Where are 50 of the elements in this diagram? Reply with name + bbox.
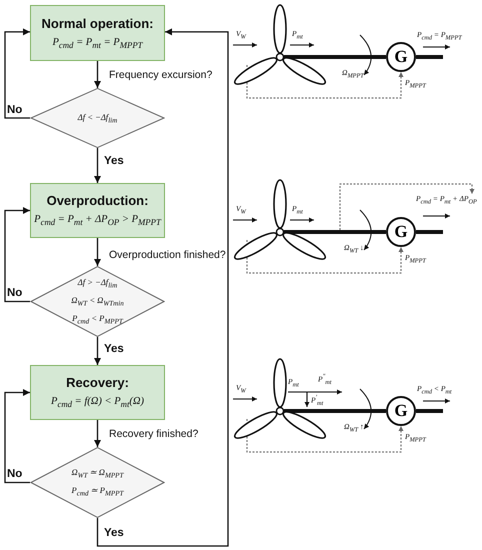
generator-circle: G	[386, 396, 416, 426]
formula-text: P$_{cmd}$ = P$_{mt}$ + ΔP$_{OP}$ > P$_{MPPT}$	[34, 214, 161, 228]
process-box	[30, 365, 165, 420]
process-box	[30, 183, 165, 238]
shaft-line	[284, 409, 386, 413]
edge-label: Yes	[103, 527, 125, 539]
edge-label: Overproduction finished?	[108, 249, 227, 261]
arrow	[94, 61, 101, 88]
rotor-drawing	[232, 3, 328, 87]
edge-label: No	[6, 104, 24, 116]
arrow	[4, 389, 30, 484]
arrow	[94, 420, 101, 447]
edge-label: Frequency excursion?	[108, 69, 214, 81]
box-title: Normal operation:	[42, 16, 154, 31]
feedback-arrow	[246, 418, 404, 452]
rotor-drawing	[232, 178, 328, 262]
shaft-line	[416, 230, 443, 234]
shaft-line	[416, 55, 443, 59]
edge-label: Yes	[103, 343, 125, 355]
formula-text: P$_{cmd}$ < P$_{MPPT}$	[72, 312, 123, 326]
formula-text: P$_{cmd}$ = P$_{mt}$ = P$_{MPPT}$	[52, 36, 143, 50]
box-title: Overproduction:	[46, 193, 148, 208]
decision-diamond	[30, 88, 165, 148]
shaft-line	[416, 409, 443, 413]
arrow	[96, 28, 229, 547]
arrow	[4, 207, 30, 302]
edge-label: No	[6, 468, 24, 480]
formula-text: Δf < −Δf$_{lim}$	[78, 112, 118, 124]
generator-circle: G	[386, 217, 416, 247]
arrow	[4, 28, 30, 119]
shaft-line	[284, 55, 386, 59]
decision-diamond	[30, 447, 165, 518]
feedback-arrow	[246, 64, 404, 98]
generator-circle: G	[386, 42, 416, 72]
edge-label: No	[6, 287, 24, 299]
edge-label: Recovery finished?	[108, 428, 200, 440]
shaft-line	[284, 230, 386, 234]
arrow	[94, 238, 101, 266]
arrow	[94, 148, 101, 183]
formula-text: Δf > −Δf$_{lim}$	[78, 277, 118, 290]
formula-text: Ω$_{WT}$ ≃ Ω$_{MPPT}$	[72, 467, 124, 480]
arrow	[94, 337, 101, 365]
formula-text: P$_{cmd}$ ≃ P$_{MPPT}$	[72, 485, 124, 498]
process-box	[30, 5, 165, 61]
formula-text: P$_{cmd}$ = f(Ω) < P$_{mt}$(Ω)	[51, 396, 144, 410]
edge-label: Yes	[103, 155, 125, 167]
feedback-arrow	[340, 184, 474, 230]
decision-diamond	[30, 266, 165, 337]
feedback-arrow	[246, 240, 404, 274]
box-title: Recovery:	[66, 375, 129, 390]
